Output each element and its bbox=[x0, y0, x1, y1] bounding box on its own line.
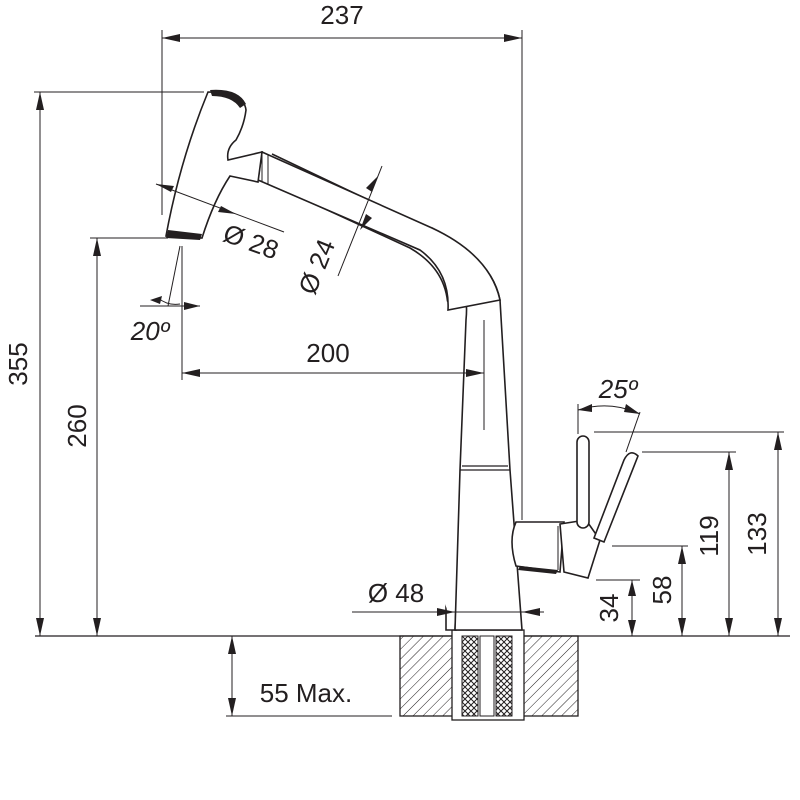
label-lever-bottom: 34 bbox=[594, 594, 624, 623]
lever-cartridge bbox=[559, 519, 601, 579]
label-deck-thickness: 55 Max. bbox=[260, 678, 353, 708]
spray-head-nozzle bbox=[166, 230, 202, 240]
pull-out-hose bbox=[257, 150, 501, 311]
label-spout-height: 260 bbox=[62, 404, 92, 447]
label-head-angle: 20º bbox=[130, 316, 171, 346]
faucet bbox=[165, 89, 639, 631]
housing-shadow bbox=[518, 566, 558, 574]
lever-tilted bbox=[592, 452, 639, 544]
dim-lever-tip: 119 bbox=[642, 451, 736, 636]
label-head-diameter: Ø 28 bbox=[219, 218, 282, 265]
label-spout-reach: 200 bbox=[306, 338, 349, 368]
spray-head bbox=[165, 91, 263, 239]
label-lever-top: 133 bbox=[742, 512, 772, 555]
label-base-diameter: Ø 48 bbox=[368, 578, 424, 608]
dim-lever-bottom: 34 bbox=[594, 579, 640, 636]
dim-lever-pivot: 58 bbox=[612, 545, 688, 636]
dim-lever-top: 133 bbox=[594, 431, 784, 636]
dim-spout-height: 260 bbox=[62, 237, 168, 636]
dim-lever-angle: 25º bbox=[577, 374, 641, 453]
spray-head-top bbox=[210, 89, 246, 108]
supply-hose-left bbox=[461, 635, 479, 717]
dim-base-diameter: Ø 48 bbox=[352, 578, 544, 616]
countertop bbox=[35, 629, 790, 721]
dim-overall-height: 355 bbox=[3, 91, 204, 636]
label-lever-angle: 25º bbox=[598, 374, 639, 404]
dim-head-angle: 20º bbox=[130, 245, 200, 346]
dim-deck-thickness: 55 Max. bbox=[226, 636, 392, 717]
dim-spout-reach: 200 bbox=[181, 246, 484, 380]
label-lever-pivot: 58 bbox=[647, 576, 677, 605]
label-lever-tip: 119 bbox=[694, 515, 724, 556]
lever-housing bbox=[511, 521, 565, 573]
lever-upright bbox=[576, 435, 590, 529]
label-overall-height: 355 bbox=[3, 342, 33, 385]
supply-hose-right bbox=[495, 635, 513, 717]
mounting-rod bbox=[479, 635, 495, 717]
dim-overall-width: 237 bbox=[161, 0, 523, 520]
label-overall-width: 237 bbox=[320, 0, 363, 30]
